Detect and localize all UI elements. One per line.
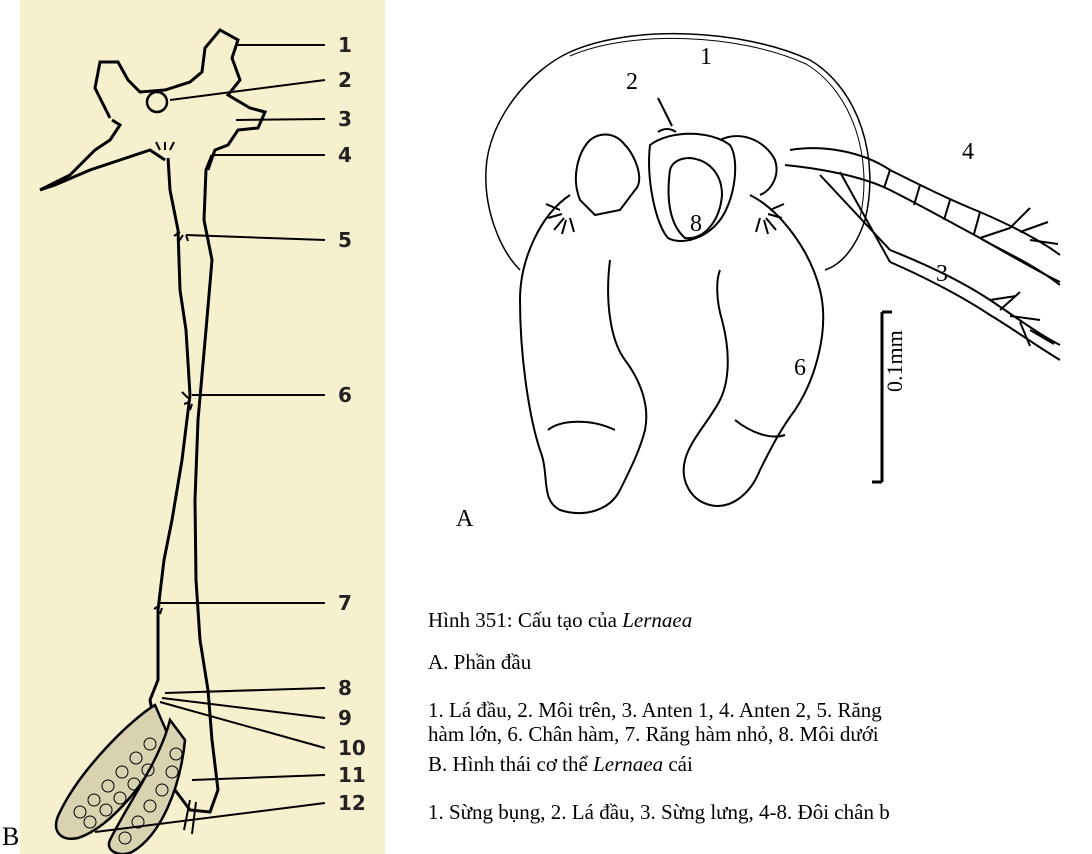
figure-b-number-7: 7	[338, 593, 352, 613]
caption-title: Hình 351: Cấu tạo của Lernaea	[428, 608, 692, 633]
caption-part-b-genus: Lernaea	[593, 752, 663, 776]
figure-a-number-6: 6	[794, 356, 806, 380]
body-trunk	[150, 155, 218, 812]
figure-b-drawing	[0, 0, 386, 854]
caption-part-a-list: 1. Lá đầu, 2. Môi trên, 3. Anten 1, 4. A…	[428, 698, 882, 746]
caption-part-b-suffix: cái	[663, 752, 693, 776]
scale-label: 0.1mm	[882, 330, 908, 392]
figure-b-number-10: 10	[338, 738, 366, 758]
figure-b-number-8: 8	[338, 678, 352, 698]
body-eye	[147, 92, 167, 112]
figure-a-label: A	[456, 506, 473, 533]
maxillipeds	[520, 195, 823, 513]
figure-b-number-2: 2	[338, 70, 352, 90]
figure-a-number-1: 1	[700, 45, 712, 69]
figure-b-number-4: 4	[338, 145, 352, 165]
caption-part-b-prefix: B. Hình thái cơ thể	[428, 752, 593, 776]
caption-part-b-list: 1. Sừng bụng, 2. Lá đầu, 3. Sừng lưng, 4…	[428, 800, 890, 825]
figure-b-number-9: 9	[338, 708, 352, 728]
caption-title-genus: Lernaea	[622, 608, 692, 632]
caption-part-a-line-1: 1. Lá đầu, 2. Môi trên, 3. Anten 1, 4. A…	[428, 698, 882, 722]
figure-a-number-4: 4	[962, 140, 974, 164]
caption-part-a: A. Phần đầu	[428, 650, 531, 675]
figure-a: 1 2 3 4 6 8 0.1mm A	[420, 0, 1092, 560]
antennae	[785, 148, 1060, 360]
figure-b-number-6: 6	[338, 385, 352, 405]
figure-a-number-8: 8	[690, 212, 702, 236]
figure-b-label: B	[2, 822, 19, 852]
figure-b-number-1: 1	[338, 35, 352, 55]
caption-part-b: B. Hình thái cơ thể Lernaea cái	[428, 752, 693, 777]
figure-b: 1 2 3 4 5 6 7 8 9 10 11 12 B	[0, 0, 386, 854]
egg-sacs	[56, 705, 185, 854]
caption-part-a-line-2: hàm lớn, 6. Chân hàm, 7. Răng hàm nhỏ, 8…	[428, 722, 882, 746]
figure-a-number-3: 3	[936, 262, 948, 286]
figure-b-number-3: 3	[338, 109, 352, 129]
figure-b-number-11: 11	[338, 765, 366, 785]
figure-a-drawing	[420, 0, 1092, 560]
head-shield	[486, 34, 870, 270]
figure-b-number-12: 12	[338, 793, 366, 813]
mouthparts	[576, 129, 777, 241]
mandible-bristles	[546, 204, 784, 234]
figure-b-number-5: 5	[338, 230, 352, 250]
figure-a-number-2: 2	[626, 70, 638, 94]
caption-title-prefix: Hình 351: Cấu tạo của	[428, 608, 622, 632]
